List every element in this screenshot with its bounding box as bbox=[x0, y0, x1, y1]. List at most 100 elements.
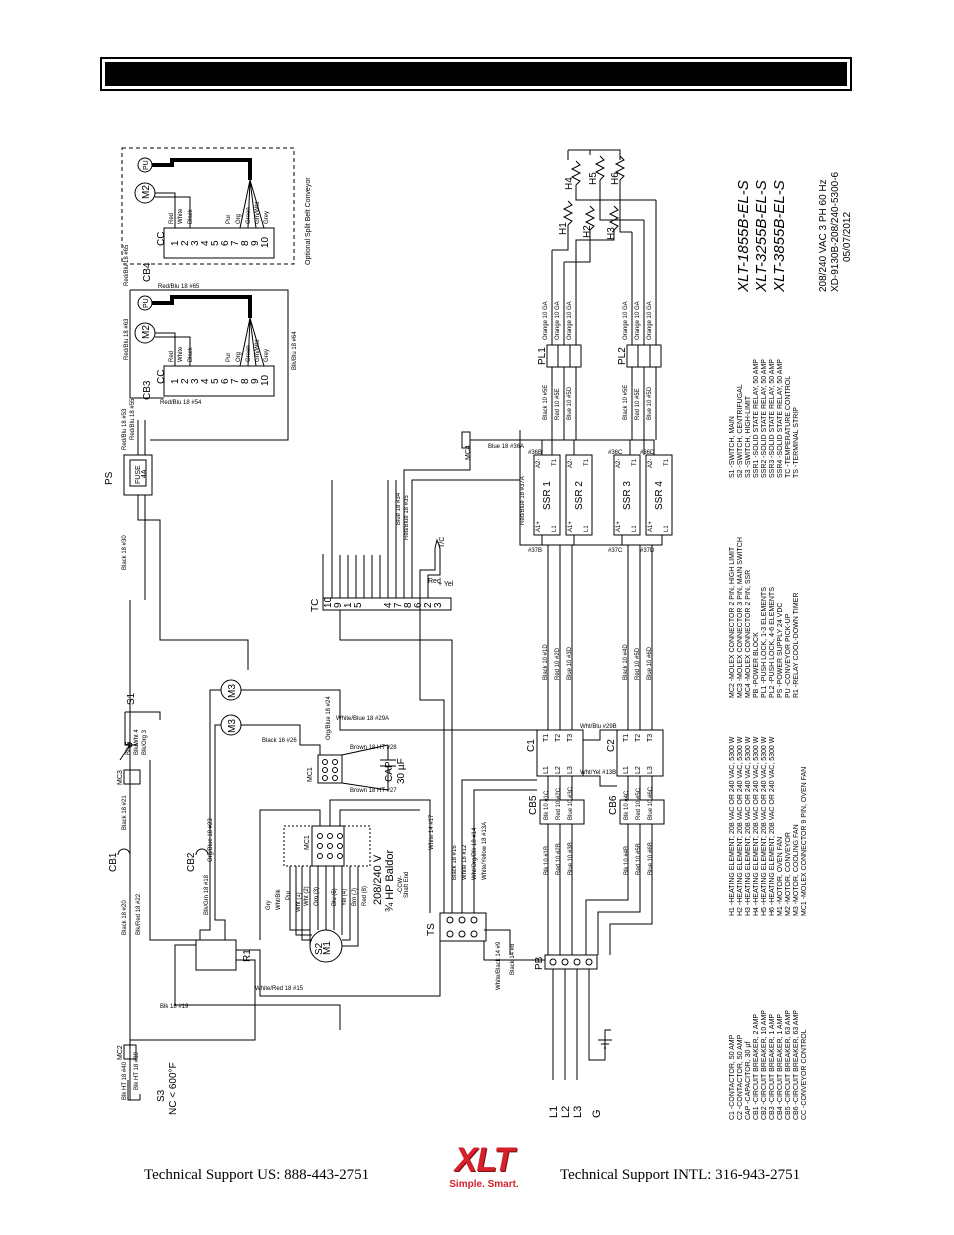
ts-terminal-strip bbox=[439, 912, 487, 942]
cb6-breaker bbox=[619, 799, 665, 825]
svg-text:Black 18 #21: Black 18 #21 bbox=[122, 795, 128, 830]
svg-text:PL2 -PUSH LOCK, 4-6 ELEMENTS: PL2 -PUSH LOCK, 4-6 ELEMENTS bbox=[769, 587, 776, 698]
svg-text:TS -TERMINAL STRIP: TS -TERMINAL STRIP bbox=[793, 407, 800, 478]
line-l2: L2 bbox=[560, 1106, 572, 1118]
svg-text:8: 8 bbox=[240, 240, 251, 246]
svg-text:H4 -HEATING ELEMENT, 208 VAC: H4 -HEATING ELEMENT, 208 VAC OR 240 VAC,… bbox=[753, 736, 760, 916]
svg-text:Blue 10 #5D: Blue 10 #5D bbox=[567, 386, 573, 420]
svg-text:H5 -HEATING ELEMENT, 208 VAC: H5 -HEATING ELEMENT, 208 VAC OR 240 VAC,… bbox=[761, 736, 768, 916]
cb6-label: CB6 bbox=[608, 795, 619, 815]
svg-text:CB4 -CIRCUIT BREAKER, 1 AMP: CB4 -CIRCUIT BREAKER, 1 AMP bbox=[777, 1014, 784, 1120]
svg-text:Orange 10 GA: Orange 10 GA bbox=[543, 301, 549, 340]
svg-text:1: 1 bbox=[170, 378, 181, 384]
svg-text:5: 5 bbox=[210, 240, 221, 246]
header-bar-fill bbox=[105, 62, 847, 86]
svg-text:#36B: #36B bbox=[528, 450, 542, 456]
svg-text:6: 6 bbox=[220, 240, 231, 246]
svg-text:Black 10 #4D: Black 10 #4D bbox=[623, 644, 629, 680]
cb4-label: CB4 bbox=[142, 262, 153, 282]
svg-text:Red 10 #5E: Red 10 #5E bbox=[555, 388, 561, 420]
m3-label-2: M3 bbox=[227, 719, 238, 733]
tcprobe-label: T/C bbox=[439, 537, 446, 548]
svg-text:Black 10 #1D: Black 10 #1D bbox=[543, 644, 549, 680]
legend-left: C1 -CONTACTOR, 50 AMP C2 -CONTACTOR, 50 … bbox=[729, 1010, 808, 1120]
svg-text:Org: Org bbox=[236, 352, 242, 362]
fuse bbox=[129, 459, 147, 487]
svg-text:M1 -MOTOR, OVEN FAN: M1 -MOTOR, OVEN FAN bbox=[777, 837, 784, 916]
line-l1: L1 bbox=[548, 1106, 560, 1118]
model-line-2: XLT-3255B-EL-S bbox=[753, 180, 770, 293]
motor-note-3: -CCW- bbox=[398, 876, 404, 894]
svg-text:MC2 -MOLEX CONNECTOR 2 PIN, HI: MC2 -MOLEX CONNECTOR 2 PIN, HIGH LIMIT bbox=[729, 546, 736, 698]
svg-text:Black 18 #20: Black 18 #20 bbox=[122, 900, 128, 935]
svg-text:6: 6 bbox=[220, 378, 231, 384]
svg-text:White: White bbox=[178, 208, 184, 224]
svg-text:S1 -SWITCH, MAIN: S1 -SWITCH, MAIN bbox=[729, 416, 736, 478]
svg-text:Black 14 #8: Black 14 #8 bbox=[510, 943, 516, 975]
cc-connector-optional bbox=[163, 227, 275, 259]
svg-text:Blue 10 #3D: Blue 10 #3D bbox=[567, 646, 573, 680]
h2-label: H2 bbox=[582, 225, 593, 238]
svg-text:T1: T1 bbox=[543, 734, 550, 742]
svg-text:SSR4 -SOLID STATE RELAY, 50 AM: SSR4 -SOLID STATE RELAY, 50 AMP bbox=[777, 359, 784, 478]
svg-text:C1 -CONTACTOR, 50 AMP: C1 -CONTACTOR, 50 AMP bbox=[729, 1034, 736, 1120]
svg-text:A2-: A2- bbox=[568, 459, 574, 468]
svg-text:Brown 18 HT #28: Brown 18 HT #28 bbox=[350, 745, 397, 751]
svg-text:5: 5 bbox=[210, 378, 221, 384]
svg-text:9: 9 bbox=[250, 240, 261, 246]
svg-text:H2 -HEATING ELEMENT, 208 VAC: H2 -HEATING ELEMENT, 208 VAC OR 240 VAC,… bbox=[737, 736, 744, 916]
svg-text:+ Yel: + Yel bbox=[438, 581, 454, 588]
svg-text:Red: Red bbox=[169, 213, 175, 224]
svg-text:Red 10 #5C: Red 10 #5C bbox=[636, 787, 642, 820]
fuse-label: FUSE bbox=[135, 465, 142, 484]
svg-text:Red 10 #5E: Red 10 #5E bbox=[635, 388, 641, 420]
svg-text:Orange 10 GA: Orange 10 GA bbox=[567, 301, 573, 340]
svg-text:Wht/Org/Blk 18 #14: Wht/Org/Blk 18 #14 bbox=[472, 827, 478, 880]
svg-text:Blk 18 #19: Blk 18 #19 bbox=[160, 1004, 189, 1010]
cb5-label: CB5 bbox=[528, 795, 539, 815]
cc-connector-main bbox=[163, 365, 275, 397]
h4-label: H4 bbox=[564, 177, 575, 190]
svg-text:White 18 #12: White 18 #12 bbox=[462, 844, 468, 880]
svg-text:CB2 -CIRCUIT BREAKER, 10 AMP: CB2 -CIRCUIT BREAKER, 10 AMP bbox=[761, 1010, 768, 1120]
svg-text:Pur: Pur bbox=[286, 891, 292, 900]
svg-text:Blue 18 #36A: Blue 18 #36A bbox=[488, 444, 524, 450]
legend-heaters: H1 -HEATING ELEMENT, 208 VAC OR 240 VAC,… bbox=[729, 736, 808, 916]
ssr1-box bbox=[533, 454, 561, 536]
m2-label-optional: M2 bbox=[141, 185, 152, 199]
h4-heater bbox=[570, 160, 582, 186]
svg-text:Green: Green bbox=[246, 207, 252, 224]
xlt-logo: XLT Simple. Smart. bbox=[440, 1143, 528, 1193]
svg-text:M2 -MOTOR, CONVEYOR: M2 -MOTOR, CONVEYOR bbox=[785, 832, 792, 916]
svg-text:T1: T1 bbox=[664, 458, 670, 466]
svg-text:TC -TEMPERATURE CONTROL: TC -TEMPERATURE CONTROL bbox=[785, 376, 792, 478]
optional-conveyor-box bbox=[121, 147, 295, 265]
header-bar bbox=[100, 57, 852, 91]
svg-text:L1: L1 bbox=[632, 525, 638, 532]
svg-text:L1: L1 bbox=[552, 525, 558, 532]
svg-text:L3: L3 bbox=[647, 766, 654, 774]
svg-text:4: 4 bbox=[200, 240, 211, 246]
svg-text:C2 -CONTACTOR, 50 AMP: C2 -CONTACTOR, 50 AMP bbox=[737, 1034, 744, 1120]
svg-text:Blk 10 #4B: Blk 10 #4B bbox=[624, 846, 630, 875]
svg-text:H1 -HEATING ELEMENT, 208 VAC: H1 -HEATING ELEMENT, 208 VAC OR 240 VAC,… bbox=[729, 736, 736, 916]
pb-power-block bbox=[544, 954, 598, 970]
svg-text:MC1 -MOLEX CONNECTOR 9 PIN, OV: MC1 -MOLEX CONNECTOR 9 PIN, OVEN FAN bbox=[801, 767, 808, 916]
mc1-label: MC1 bbox=[304, 835, 311, 850]
m2-cable-main bbox=[152, 295, 252, 318]
svg-text:A1+: A1+ bbox=[648, 521, 654, 532]
svg-text:CB1 -CIRCUIT BREAKER, 2 AMP: CB1 -CIRCUIT BREAKER, 2 AMP bbox=[753, 1014, 760, 1120]
svg-text:T1: T1 bbox=[584, 458, 590, 466]
svg-text:T2: T2 bbox=[635, 734, 642, 742]
svg-text:PB -POWER BLOCK: PB -POWER BLOCK bbox=[753, 632, 760, 698]
svg-text:Black: Black bbox=[188, 346, 194, 362]
svg-text:7: 7 bbox=[393, 602, 404, 608]
svg-text:CB6 -CIRCUIT BREAKER, 63 AMP: CB6 -CIRCUIT BREAKER, 63 AMP bbox=[793, 1010, 800, 1120]
svg-text:Wht (1): Wht (1) bbox=[296, 892, 302, 912]
m2-label-main: M2 bbox=[141, 325, 152, 339]
svg-text:Blk/Grn 18 #18: Blk/Grn 18 #18 bbox=[204, 874, 210, 915]
svg-text:Black 10 #5E: Black 10 #5E bbox=[543, 385, 549, 420]
svg-text:Org/Blue 18 #23: Org/Blue 18 #23 bbox=[208, 818, 214, 862]
svg-text:#37B: #37B bbox=[528, 548, 542, 554]
m3-label-1: M3 bbox=[227, 684, 238, 698]
